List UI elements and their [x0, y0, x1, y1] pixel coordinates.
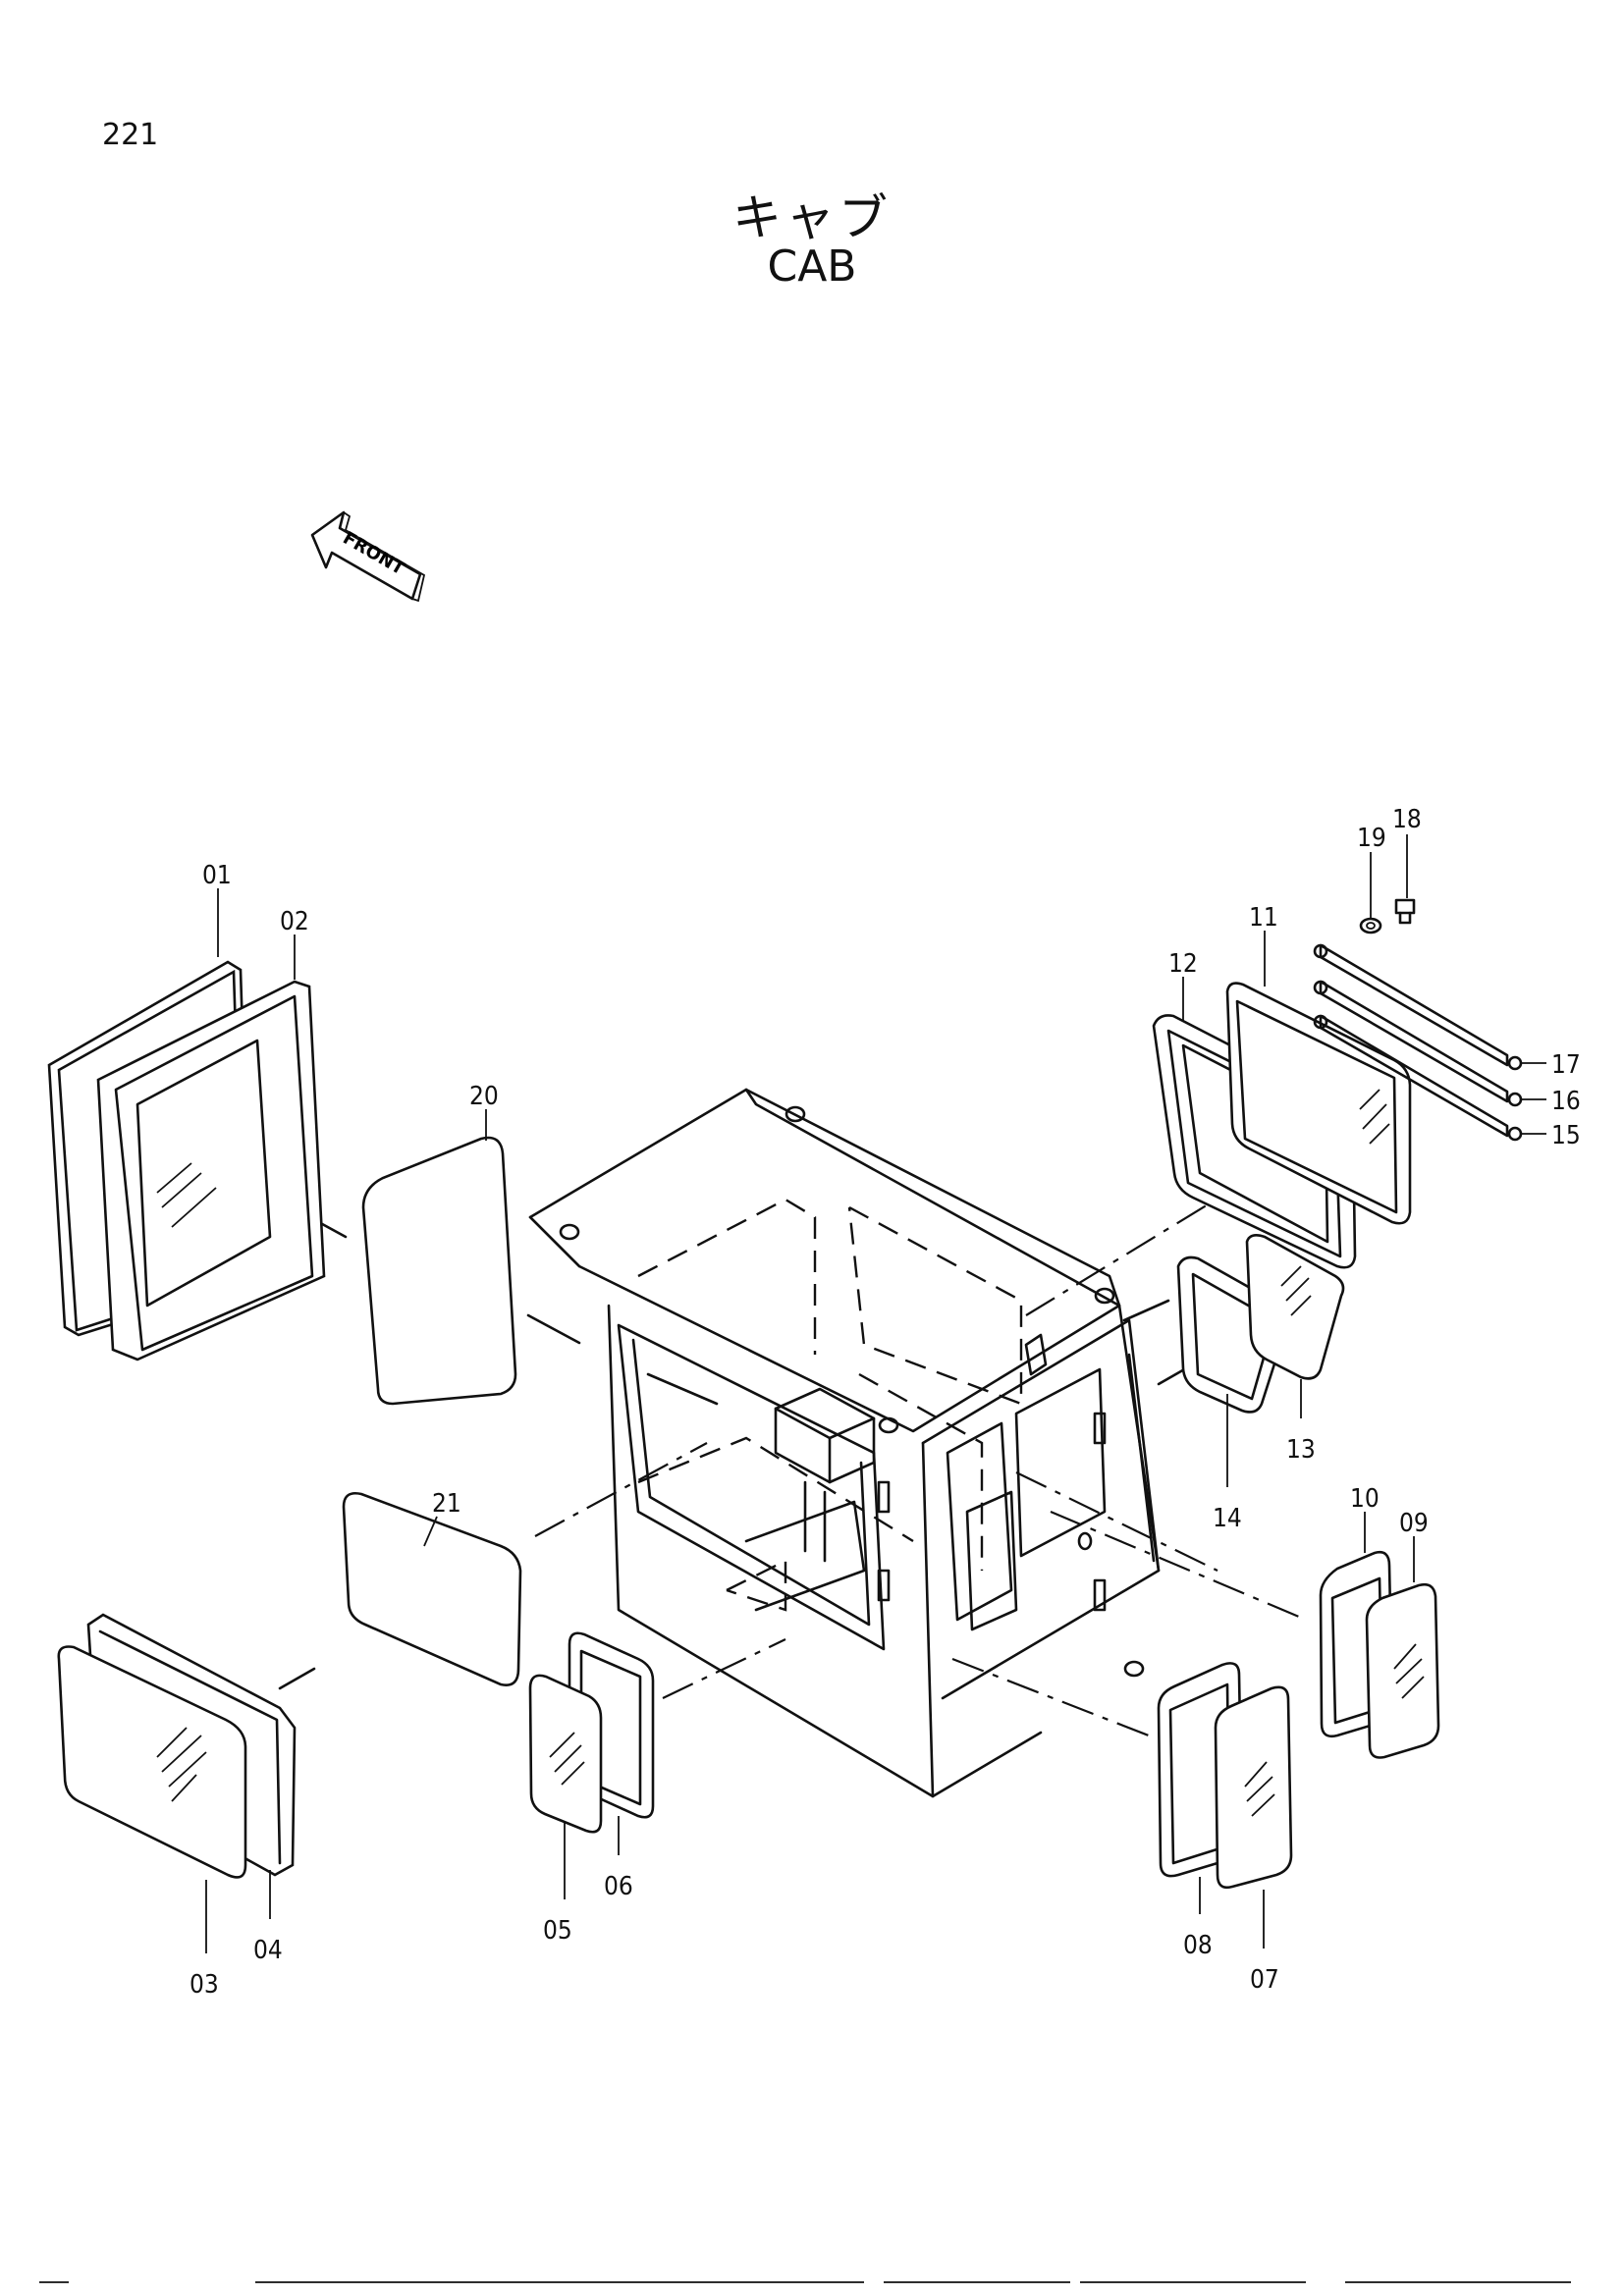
- callout-14: 14: [1213, 1504, 1242, 1533]
- callout-02: 02: [280, 907, 309, 936]
- front-label: FRONT: [339, 528, 408, 580]
- window-glass-icon: [1245, 1234, 1345, 1380]
- washer-icon: [1359, 917, 1382, 934]
- callout-04: 04: [253, 1936, 283, 1965]
- callout-21: 21: [432, 1489, 461, 1519]
- title-english: CAB: [767, 241, 857, 292]
- callout-12: 12: [1168, 949, 1198, 979]
- window-glass-icon: [361, 1136, 517, 1406]
- window-glass-icon: [1365, 1582, 1440, 1759]
- callout-leaders: [205, 834, 1546, 1953]
- callout-20: 20: [469, 1082, 499, 1111]
- callout-09: 09: [1399, 1509, 1429, 1538]
- cab-frame-icon: [528, 1088, 1161, 1798]
- callout-15: 15: [1551, 1121, 1581, 1150]
- page-number: 221: [102, 118, 159, 152]
- callout-01: 01: [202, 861, 232, 890]
- callout-08: 08: [1183, 1931, 1213, 1960]
- bolt-icon: [1394, 898, 1416, 925]
- callout-16: 16: [1551, 1087, 1581, 1116]
- callout-13: 13: [1286, 1435, 1316, 1465]
- window-glass-icon: [528, 1674, 603, 1834]
- callout-10: 10: [1350, 1484, 1380, 1514]
- window-glass-icon: [1225, 982, 1412, 1225]
- callout-11: 11: [1249, 903, 1278, 933]
- window-glass-icon: [57, 1645, 247, 1879]
- callout-17: 17: [1551, 1050, 1581, 1080]
- callout-labels: 01 02 03 04 05 06 07 08 09 10 11 12 13 1…: [189, 805, 1581, 2000]
- callout-18: 18: [1392, 805, 1422, 834]
- title-japanese: キャブ: [732, 189, 892, 246]
- callout-07: 07: [1250, 1965, 1279, 1995]
- window-glass-icon: [1214, 1685, 1293, 1890]
- callout-03: 03: [189, 1970, 219, 2000]
- callout-19: 19: [1357, 824, 1386, 853]
- callout-05: 05: [543, 1916, 572, 1946]
- callout-06: 06: [604, 1872, 633, 1901]
- front-direction-arrow-icon: FRONT: [310, 510, 426, 603]
- window-glass-icon: [342, 1492, 522, 1686]
- window-seal-icon: [96, 980, 326, 1362]
